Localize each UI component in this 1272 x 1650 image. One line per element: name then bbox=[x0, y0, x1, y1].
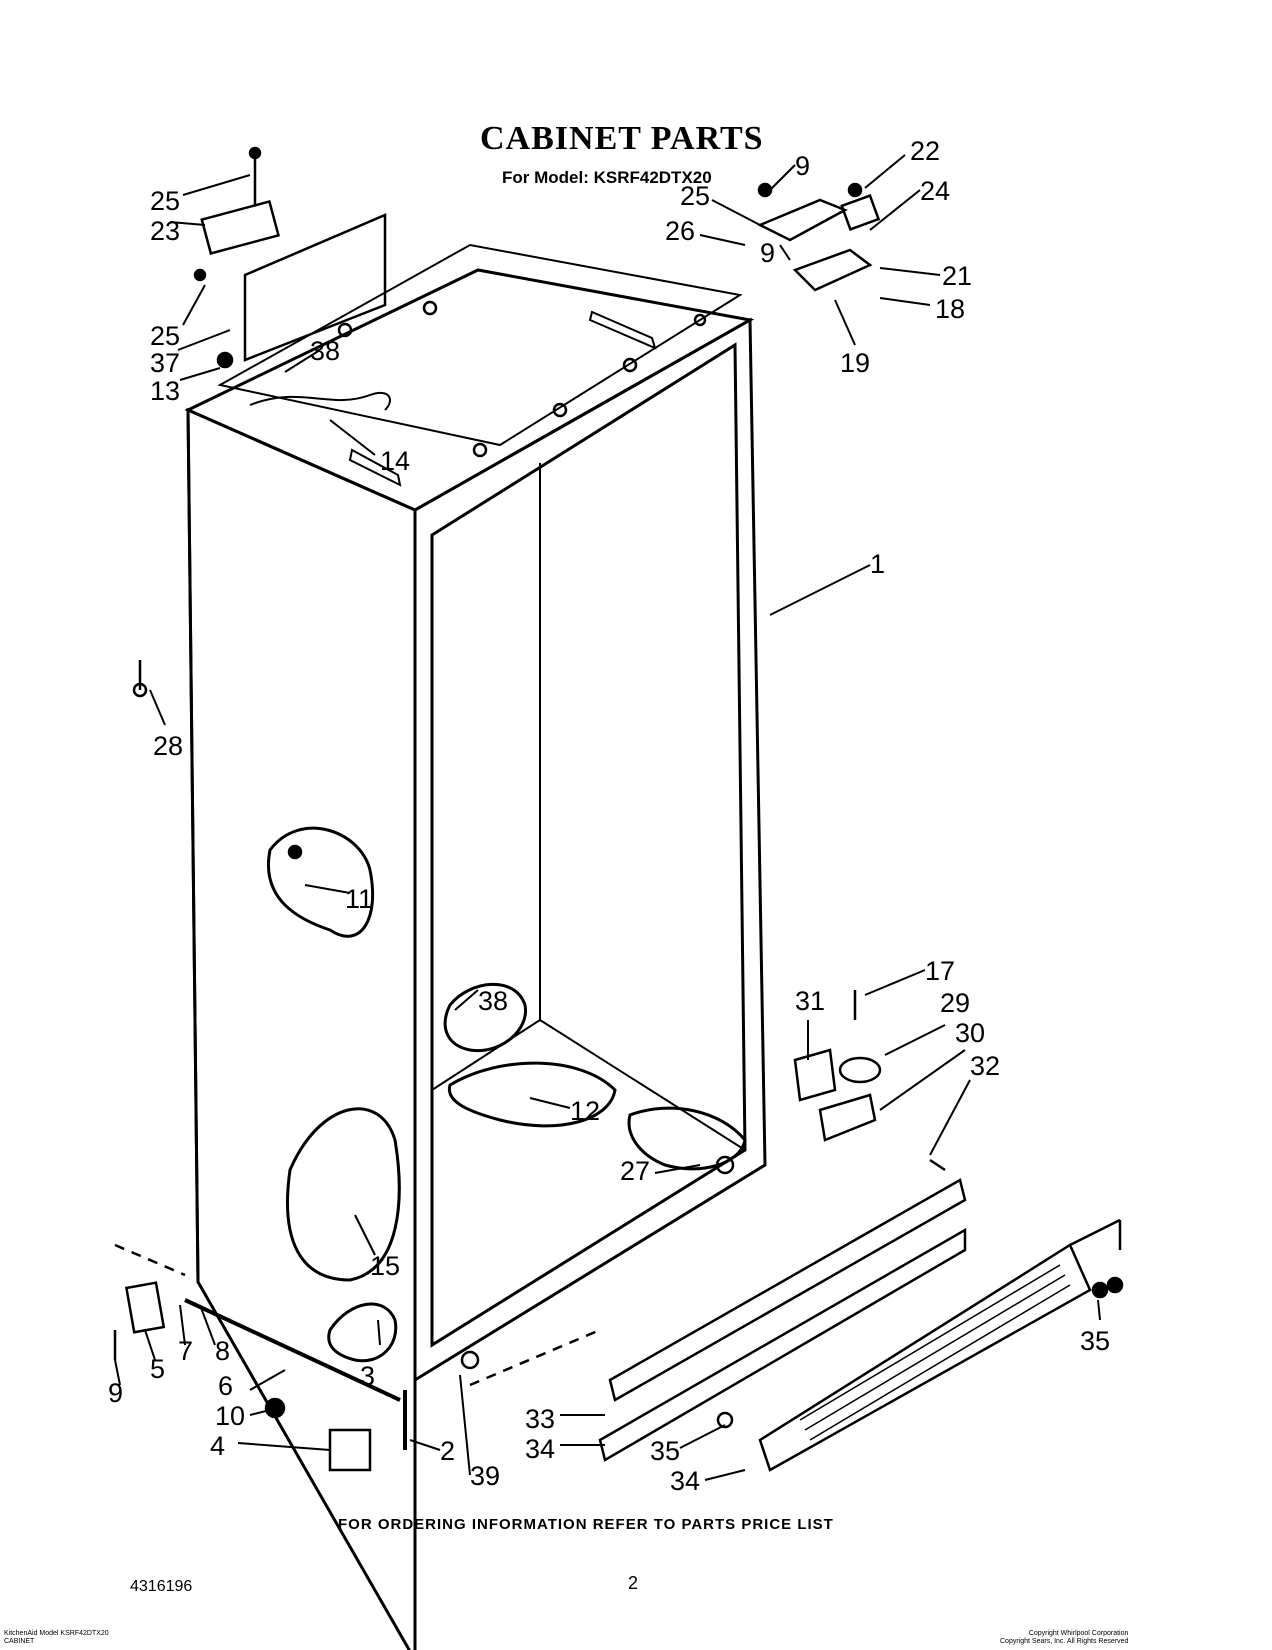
callout-21: 21 bbox=[942, 261, 972, 291]
callout-14: 14 bbox=[380, 446, 410, 476]
callout-18: 18 bbox=[935, 294, 965, 324]
page-title: CABINET PARTS bbox=[480, 120, 764, 157]
callout-32: 33 bbox=[525, 1404, 555, 1434]
callout-31: 32 bbox=[970, 1051, 1000, 1081]
callout-11: 11 bbox=[345, 884, 373, 914]
leader-lines bbox=[114, 154, 1101, 1481]
callout-35-a: 35 bbox=[1080, 1326, 1110, 1356]
model-subtitle: For Model: KSRF42DTX20 bbox=[502, 168, 712, 187]
small-parts bbox=[113, 146, 946, 1472]
ordering-note: FOR ORDERING INFORMATION REFER TO PARTS … bbox=[338, 1516, 834, 1533]
callout-37: 38 bbox=[310, 336, 340, 366]
callout-3: 3 bbox=[360, 1361, 375, 1391]
callout-9-b: 9 bbox=[760, 238, 775, 268]
callout-10: 10 bbox=[215, 1401, 245, 1431]
callout-29: 30 bbox=[955, 1018, 985, 1048]
callout-13: 13 bbox=[150, 376, 180, 406]
callout-5: 5 bbox=[150, 1354, 165, 1384]
callout-27: 28 bbox=[153, 731, 183, 761]
callout-25-b: 25 bbox=[150, 321, 180, 351]
page-number: 2 bbox=[628, 1573, 639, 1593]
callout-4: 4 bbox=[210, 1431, 225, 1461]
callout-17: 17 bbox=[925, 956, 955, 986]
fine-print-left-line: CABINET bbox=[4, 1638, 35, 1645]
callout-33: 34 bbox=[525, 1434, 555, 1464]
callout-26: 27 bbox=[620, 1156, 650, 1186]
callout-38: 38 bbox=[478, 986, 508, 1016]
toe-grille-assembly bbox=[114, 1178, 1124, 1472]
callout-6: 6 bbox=[218, 1371, 233, 1401]
callout-23: 24 bbox=[920, 176, 950, 206]
callout-22: 22 bbox=[910, 136, 940, 166]
callout-12: 12 bbox=[570, 1096, 600, 1126]
callout-9-c: 9 bbox=[108, 1378, 123, 1408]
insulation-patches bbox=[267, 826, 747, 1363]
callout-36: 37 bbox=[150, 348, 180, 378]
callout-20: 23 bbox=[150, 216, 180, 246]
fine-print-right-line: Copyright Sears, Inc. All Rights Reserve… bbox=[1000, 1638, 1129, 1645]
fine-print-left-line: KitchenAid Model KSRF42DTX20 bbox=[4, 1630, 109, 1637]
callout-25-a: 25 bbox=[150, 186, 180, 216]
callout-34: 34 bbox=[670, 1466, 700, 1496]
callout-24: 25 bbox=[680, 181, 710, 211]
callout-9-a: 9 bbox=[795, 151, 810, 181]
callout-2: 2 bbox=[440, 1436, 455, 1466]
callout-19: 19 bbox=[840, 348, 870, 378]
document-number: 4316196 bbox=[130, 1578, 193, 1595]
callout-39: 39 bbox=[470, 1461, 500, 1491]
fine-print-left: KitchenAid Model KSRF42DTX20 CABINET bbox=[4, 1630, 109, 1646]
callout-labels: 25 23 25 37 13 38 14 9 25 26 9 22 24 21 … bbox=[108, 136, 1110, 1496]
callout-30: 31 bbox=[795, 986, 825, 1016]
fine-print-right-line: Copyright Whirlpool Corporation bbox=[1028, 1630, 1129, 1637]
cabinet-shell bbox=[184, 213, 767, 1650]
callout-8: 8 bbox=[215, 1336, 230, 1366]
callout-15: 15 bbox=[370, 1251, 400, 1281]
callout-35-b: 35 bbox=[650, 1436, 680, 1466]
fine-print-right: Copyright Whirlpool Corporation Copyrigh… bbox=[1000, 1630, 1128, 1646]
callout-25-c: 26 bbox=[665, 216, 695, 246]
callout-28: 29 bbox=[940, 988, 970, 1018]
callout-7: 7 bbox=[178, 1336, 193, 1366]
callout-1: 1 bbox=[870, 549, 885, 579]
